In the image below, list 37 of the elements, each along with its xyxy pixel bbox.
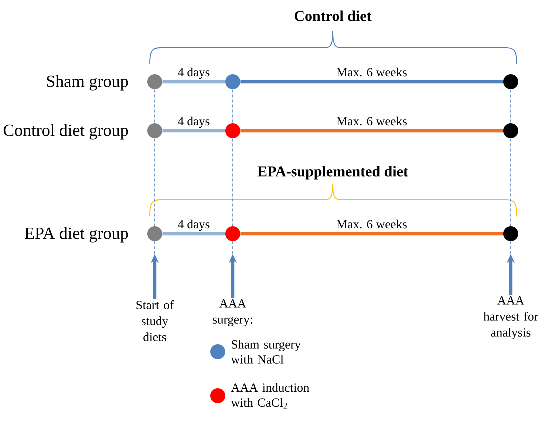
guide-line (510, 138, 512, 227)
row-label: Sham group (47, 75, 128, 91)
timepoint-dot (226, 226, 240, 242)
edge-label: Max. 6 weeks (336, 116, 407, 126)
timepoint-dot (148, 226, 162, 242)
edge-label: 4 days (178, 116, 210, 128)
timepoint-dot (226, 74, 240, 90)
edge-label: 4 days (178, 68, 210, 80)
guide-line (232, 138, 234, 227)
legend-text: AAA induction with CaCl$_{2}$ (231, 383, 310, 409)
timeline-segment (240, 80, 504, 84)
legend-text: Sham surgery with NaCl (231, 340, 302, 364)
timeline-segment (240, 232, 504, 236)
timepoint-dot (504, 74, 518, 90)
timeline-segment (162, 232, 226, 236)
edge-label: Max. 6 weeks (336, 68, 407, 77)
timepoint-dot (504, 124, 518, 138)
timepoint-label: AAA surgery: (213, 300, 252, 326)
timeline-segment (162, 129, 226, 133)
row-label: EPA diet group (25, 227, 128, 243)
timeline-segment (240, 129, 504, 133)
row-label: Control diet group (4, 124, 128, 140)
guide-line (510, 89, 512, 124)
timeline-segment (162, 80, 226, 84)
guide-line (232, 89, 234, 124)
brace-heading: EPA-supplemented diet (258, 166, 408, 180)
edge-label: 4 days (178, 220, 210, 232)
timepoint-dot (148, 124, 162, 138)
timepoint-label: AAA harvest for analysis (484, 296, 538, 340)
timepoint-dot (504, 226, 518, 242)
brace-heading: Control diet (294, 10, 372, 22)
guide-line (154, 138, 156, 227)
guide-line (154, 89, 156, 124)
timepoint-dot (226, 124, 240, 138)
edge-label: Max. 6 weeks (336, 220, 407, 229)
timepoint-label: Start of study diets (136, 300, 174, 342)
timepoint-dot (148, 74, 162, 90)
